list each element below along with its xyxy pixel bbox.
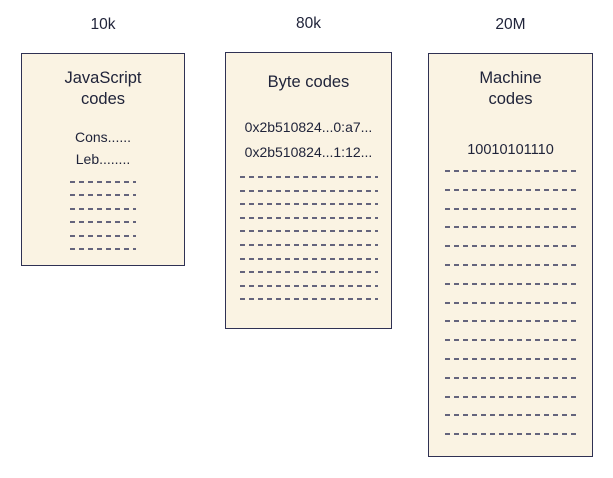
dashed-line: [444, 226, 577, 229]
column-javascript-codes: 10k JavaScript codes Cons...... Leb.....…: [21, 14, 185, 266]
byte-codes-box: Byte codes 0x2b510824...0:a7... 0x2b5108…: [225, 52, 392, 329]
code-line: Cons......: [74, 129, 132, 145]
code-line: 0x2b510824...0:a7...: [244, 119, 373, 135]
box-heading: Byte codes: [267, 73, 350, 91]
dashed-line: [239, 298, 378, 301]
dashed-placeholder-lines: [70, 181, 136, 250]
dashed-line: [444, 188, 577, 191]
size-label-80k: 80k: [296, 15, 321, 32]
dashed-line: [239, 271, 378, 274]
dashed-line: [444, 207, 577, 210]
dashed-line: [444, 433, 577, 436]
code-line: Leb........: [75, 151, 131, 167]
dashed-line: [239, 257, 378, 260]
column-machine-codes: 20M Machine codes 10010101110: [428, 14, 593, 457]
dashed-line: [70, 194, 136, 197]
dashed-line: [70, 221, 136, 224]
column-byte-codes: 80k Byte codes 0x2b510824...0:a7... 0x2b…: [225, 13, 392, 329]
dashed-line: [239, 203, 378, 206]
dashed-line: [444, 263, 577, 266]
dashed-placeholder-lines: [444, 170, 577, 436]
dashed-line: [444, 395, 577, 398]
dashed-line: [444, 414, 577, 417]
box-heading: Machine codes: [479, 69, 542, 108]
dashed-line: [444, 339, 577, 342]
dashed-line: [444, 170, 577, 172]
dashed-line: [239, 176, 378, 178]
dashed-line: [70, 207, 136, 210]
code-line: 10010101110: [467, 142, 554, 158]
size-label-10k: 10k: [90, 16, 116, 33]
code-lines: 10010101110: [429, 139, 592, 161]
dashed-line: [239, 243, 378, 246]
code-lines: 0x2b510824...0:a7... 0x2b510824...1:12..…: [226, 115, 391, 165]
dashed-line: [444, 357, 577, 360]
code-lines: Cons...... Leb........: [22, 126, 184, 170]
dashed-line: [239, 230, 378, 233]
dashed-line: [444, 245, 577, 248]
dashed-line: [444, 376, 577, 379]
machine-codes-box: Machine codes 10010101110: [428, 53, 593, 457]
dashed-line: [70, 247, 136, 250]
dashed-line: [239, 189, 378, 192]
box-heading: JavaScript codes: [64, 69, 142, 108]
size-label-20m: 20M: [495, 16, 526, 33]
dashed-line: [444, 301, 577, 304]
code-line: 0x2b510824...1:12...: [244, 144, 373, 160]
dashed-line: [239, 284, 378, 287]
dashed-line: [444, 282, 577, 285]
dashed-placeholder-lines: [239, 176, 378, 301]
javascript-codes-box: JavaScript codes Cons...... Leb........: [21, 53, 185, 266]
dashed-line: [239, 216, 378, 219]
dashed-line: [444, 320, 577, 323]
dashed-line: [70, 234, 136, 237]
dashed-line: [70, 181, 136, 183]
